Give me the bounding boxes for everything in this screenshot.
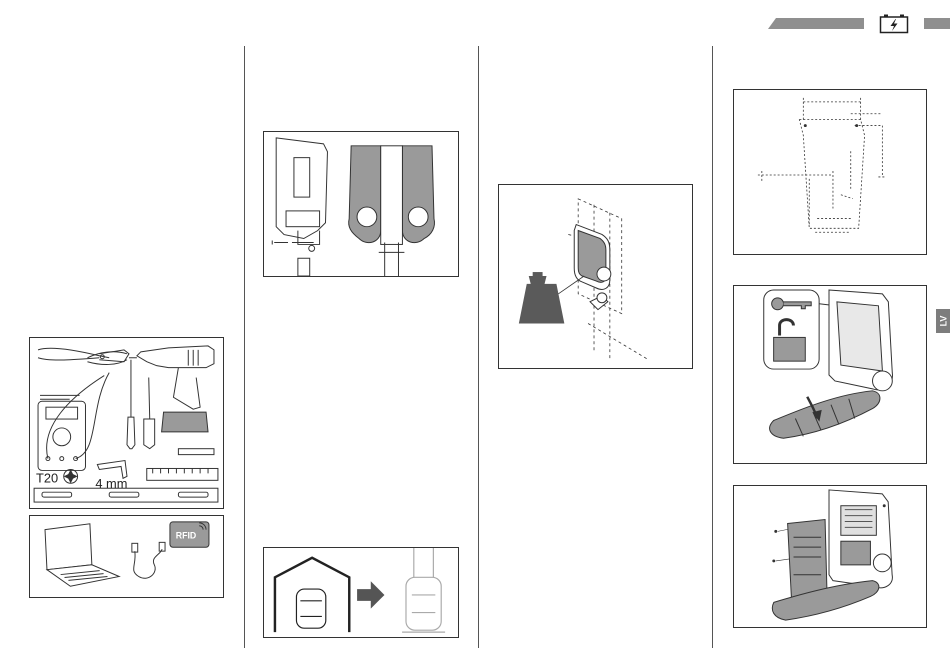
laptop-icon xyxy=(45,524,119,586)
wall-load-illustration xyxy=(498,184,693,369)
cover-lock-illustration xyxy=(733,285,927,464)
charger-internals-icon xyxy=(829,490,892,588)
language-tab-label: LV xyxy=(938,316,948,327)
car-icon xyxy=(296,589,325,628)
ruler-icon xyxy=(147,449,218,481)
header-bar-left xyxy=(768,18,864,29)
wiring-illustration xyxy=(733,485,927,628)
torx-icon xyxy=(64,469,78,483)
screwdriver-icon xyxy=(127,360,155,449)
laptop-rfid-illustration: RFID xyxy=(29,515,224,598)
language-tab: LV xyxy=(936,309,950,333)
torx-label: T20 xyxy=(36,470,58,485)
column-divider-3 xyxy=(712,46,713,648)
tools-illustration: T20 4 mm xyxy=(29,337,224,509)
outdoor-pole-icon xyxy=(402,548,445,632)
wall-bracket-icon xyxy=(272,138,327,276)
indoor-outdoor-illustration xyxy=(263,547,459,638)
usb-cable-icon xyxy=(132,542,165,578)
pliers-icon xyxy=(38,348,129,361)
hex-key-label: 4 mm xyxy=(95,476,127,491)
weight-icon xyxy=(519,272,565,323)
column-divider-2 xyxy=(478,46,479,648)
multimeter-icon xyxy=(38,373,109,471)
cover-plate-icon xyxy=(788,520,827,601)
column-divider-1 xyxy=(244,46,245,648)
rfid-label: RFID xyxy=(176,530,196,540)
dimensions-illustration xyxy=(733,89,927,255)
header-bar-right xyxy=(924,18,950,29)
drill-icon xyxy=(129,346,214,432)
mounting-bracket-illustration xyxy=(263,131,459,277)
pole-mount-icon xyxy=(349,146,435,276)
mounting-screw-icon xyxy=(590,293,608,310)
charger-unit-icon xyxy=(574,225,611,290)
arrow-right-icon xyxy=(357,581,384,608)
battery-lightning-icon xyxy=(879,14,909,34)
